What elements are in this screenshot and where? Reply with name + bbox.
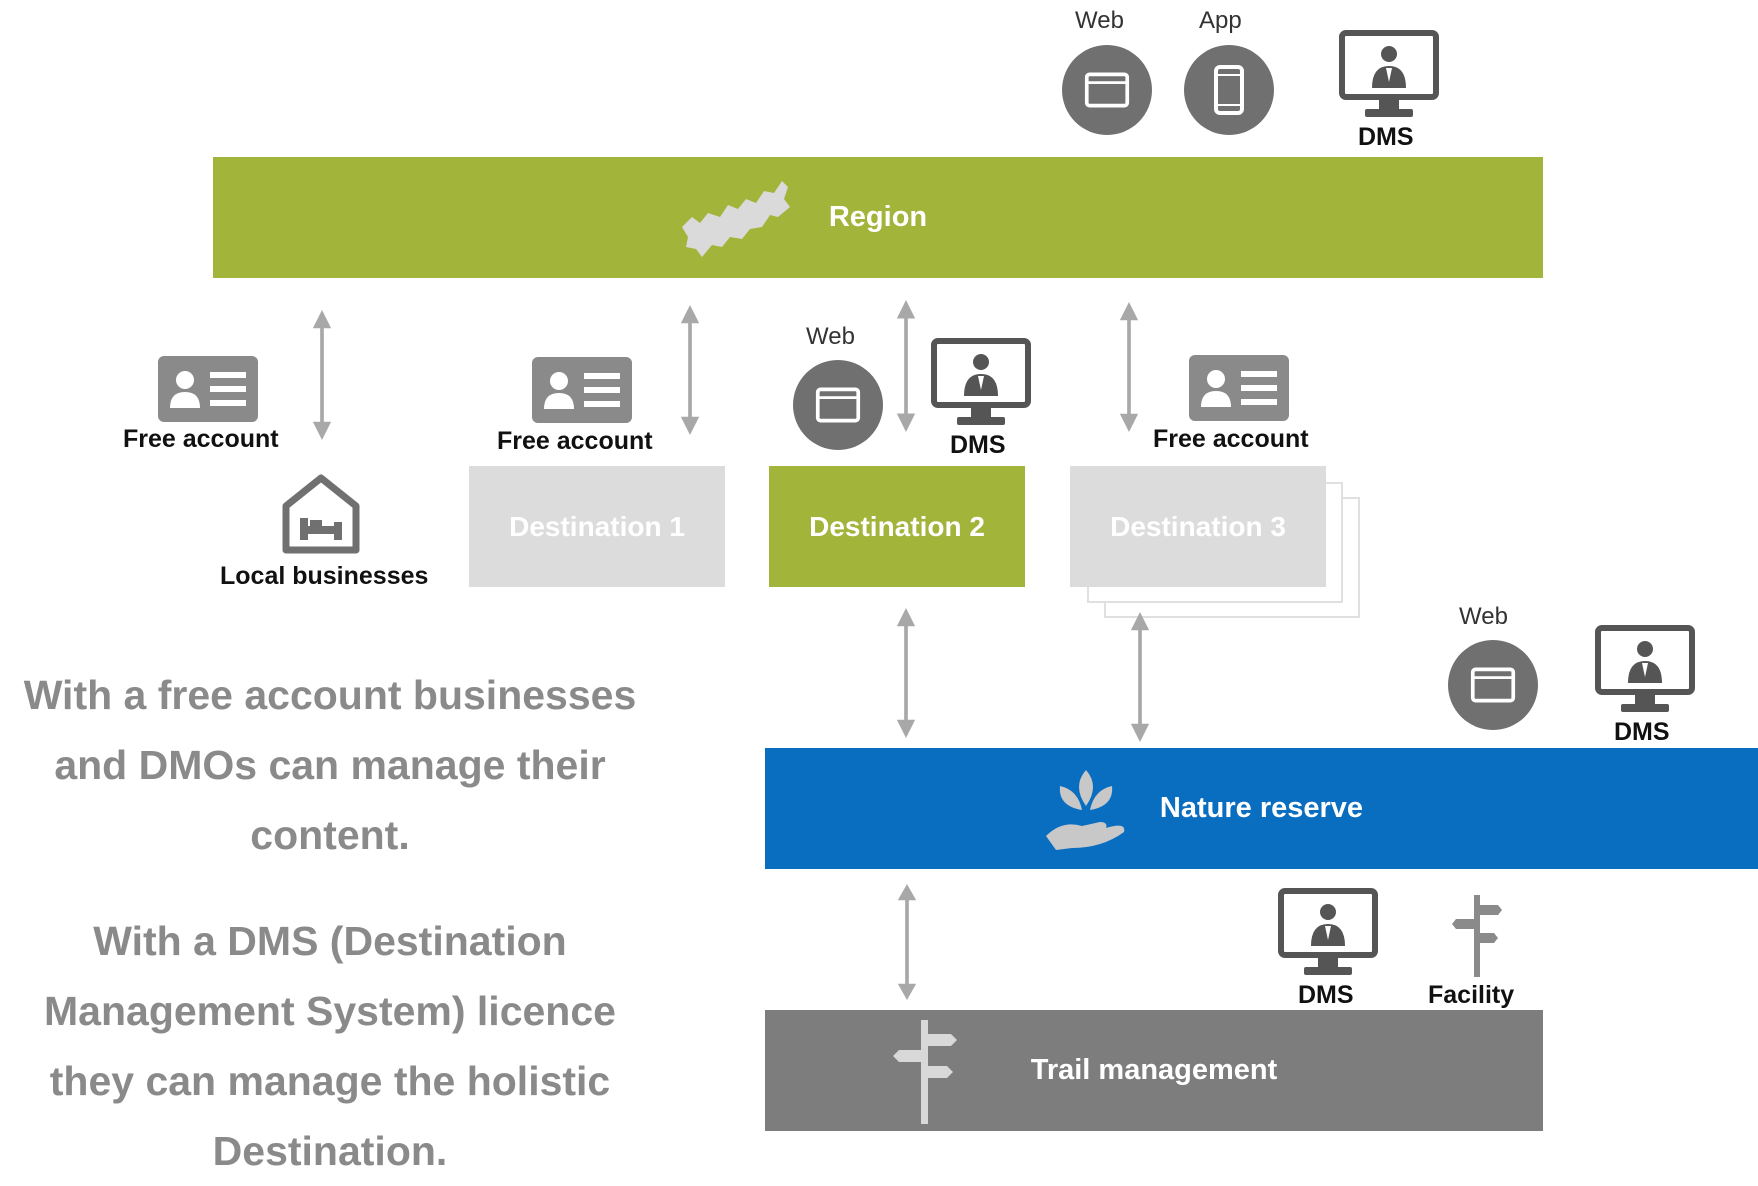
destination-3-free-account-label: Free account: [1153, 425, 1309, 453]
arrow-nature-trail: [896, 884, 918, 1000]
destination-2-label: Destination 2: [809, 510, 985, 542]
destination-1-box: Destination 1: [469, 466, 725, 587]
left-free-account-label: Free account: [123, 425, 279, 453]
destination-2-box: Destination 2: [769, 466, 1025, 587]
arrow-region-destination-3: [1118, 302, 1140, 432]
leaf-hand-icon: [1046, 770, 1125, 850]
web-icon: [793, 360, 883, 450]
description-line: Destination.: [212, 1128, 448, 1174]
destination-3-label: Destination 3: [1110, 510, 1286, 542]
description-line: With a DMS (Destination: [93, 918, 567, 964]
arrow-destination-3-nature: [1129, 612, 1151, 742]
top-web-label: Web: [1075, 7, 1124, 34]
arrow-region-destination-1: [679, 305, 701, 435]
id-card-icon: [531, 357, 633, 423]
house-bed-icon: [282, 474, 360, 554]
arrow-region-destination-2: [895, 300, 917, 432]
nature-reserve-label: Nature reserve: [1159, 792, 1364, 824]
dms-monitor-icon: [930, 338, 1032, 428]
destination-1-label: Destination 1: [509, 510, 685, 542]
region-label: Region: [828, 201, 928, 233]
dms-monitor-icon: [1338, 30, 1440, 120]
description-line: With a free account businesses: [23, 672, 637, 718]
top-app-label: App: [1199, 7, 1242, 34]
web-icon: [1448, 640, 1538, 730]
signpost-icon: [893, 1020, 957, 1124]
trail-management-label: Trail management: [1030, 1054, 1278, 1086]
description-line: and DMOs can manage their: [54, 742, 606, 788]
nature-dms-label: DMS: [1614, 718, 1670, 746]
description-paragraph-2: With a DMS (Destination Management Syste…: [0, 906, 660, 1186]
description-line: content.: [250, 812, 410, 858]
destination-3-box: Destination 3: [1070, 466, 1326, 587]
destination-2-dms-label: DMS: [950, 431, 1006, 459]
web-icon: [1062, 45, 1152, 135]
dms-monitor-icon: [1277, 888, 1379, 978]
trail-dms-label: DMS: [1298, 981, 1354, 1009]
facility-label: Facility: [1428, 981, 1515, 1009]
region-bar: Region: [213, 157, 1543, 278]
nature-reserve-bar: Nature reserve: [765, 748, 1758, 869]
mobile-app-icon: [1184, 45, 1274, 135]
arrow-region-local: [311, 310, 333, 440]
description-line: they can manage the holistic: [49, 1058, 611, 1104]
destination-1-free-account-label: Free account: [497, 427, 653, 455]
destination-2-web-label: Web: [806, 323, 855, 350]
trail-management-bar: Trail management: [765, 1010, 1543, 1131]
description-paragraph-1: With a free account businesses and DMOs …: [0, 660, 660, 870]
local-businesses-label: Local businesses: [220, 562, 429, 590]
id-card-icon: [157, 356, 259, 422]
nature-web-label: Web: [1459, 603, 1508, 630]
top-dms-label: DMS: [1358, 123, 1414, 151]
description-line: Management System) licence: [44, 988, 616, 1034]
signpost-icon: [1452, 895, 1502, 977]
dms-monitor-icon: [1594, 625, 1696, 715]
map-icon: [682, 181, 790, 257]
id-card-icon: [1188, 355, 1290, 421]
arrow-destination-2-nature: [895, 608, 917, 738]
